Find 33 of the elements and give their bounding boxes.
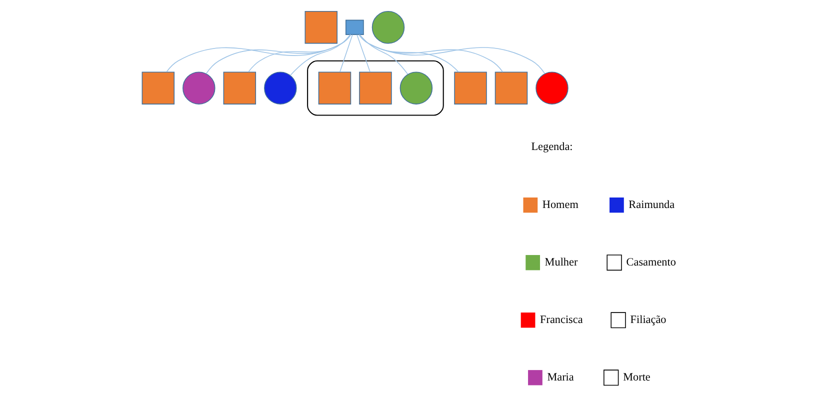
connector: [205, 34, 351, 74]
label: Legenda:: [530, 141, 572, 154]
connector: [166, 34, 351, 72]
node-box: [222, 72, 256, 104]
node-circle: [264, 72, 296, 104]
connector: [339, 34, 352, 72]
connector: [358, 34, 503, 72]
node-circle: [399, 72, 432, 104]
connector: [289, 34, 350, 76]
cluster: [306, 60, 444, 116]
legend-label: Casamento: [626, 256, 676, 269]
legend-label: Mulher: [544, 256, 578, 269]
node-box: [494, 72, 528, 104]
legend-label: Raimunda: [628, 199, 674, 212]
node-box: [318, 72, 351, 104]
legend-label: Maria: [546, 372, 574, 384]
node-box: [304, 10, 337, 44]
node-box: [454, 72, 486, 104]
node-box: [358, 72, 392, 104]
node-circle: [182, 72, 215, 104]
legend-label: Morte: [622, 372, 650, 384]
node-box: [141, 72, 174, 104]
connector: [356, 34, 370, 72]
legend-label: Filiação: [630, 314, 666, 326]
node-circle: [371, 10, 404, 44]
legend-label: Francisca: [540, 314, 582, 326]
connector: [358, 34, 458, 72]
connector: [248, 34, 351, 72]
legend-label: Homem: [542, 199, 578, 212]
connector: [358, 34, 545, 74]
node-circle: [535, 72, 568, 104]
node-box: [345, 20, 364, 35]
connector: [358, 34, 408, 75]
